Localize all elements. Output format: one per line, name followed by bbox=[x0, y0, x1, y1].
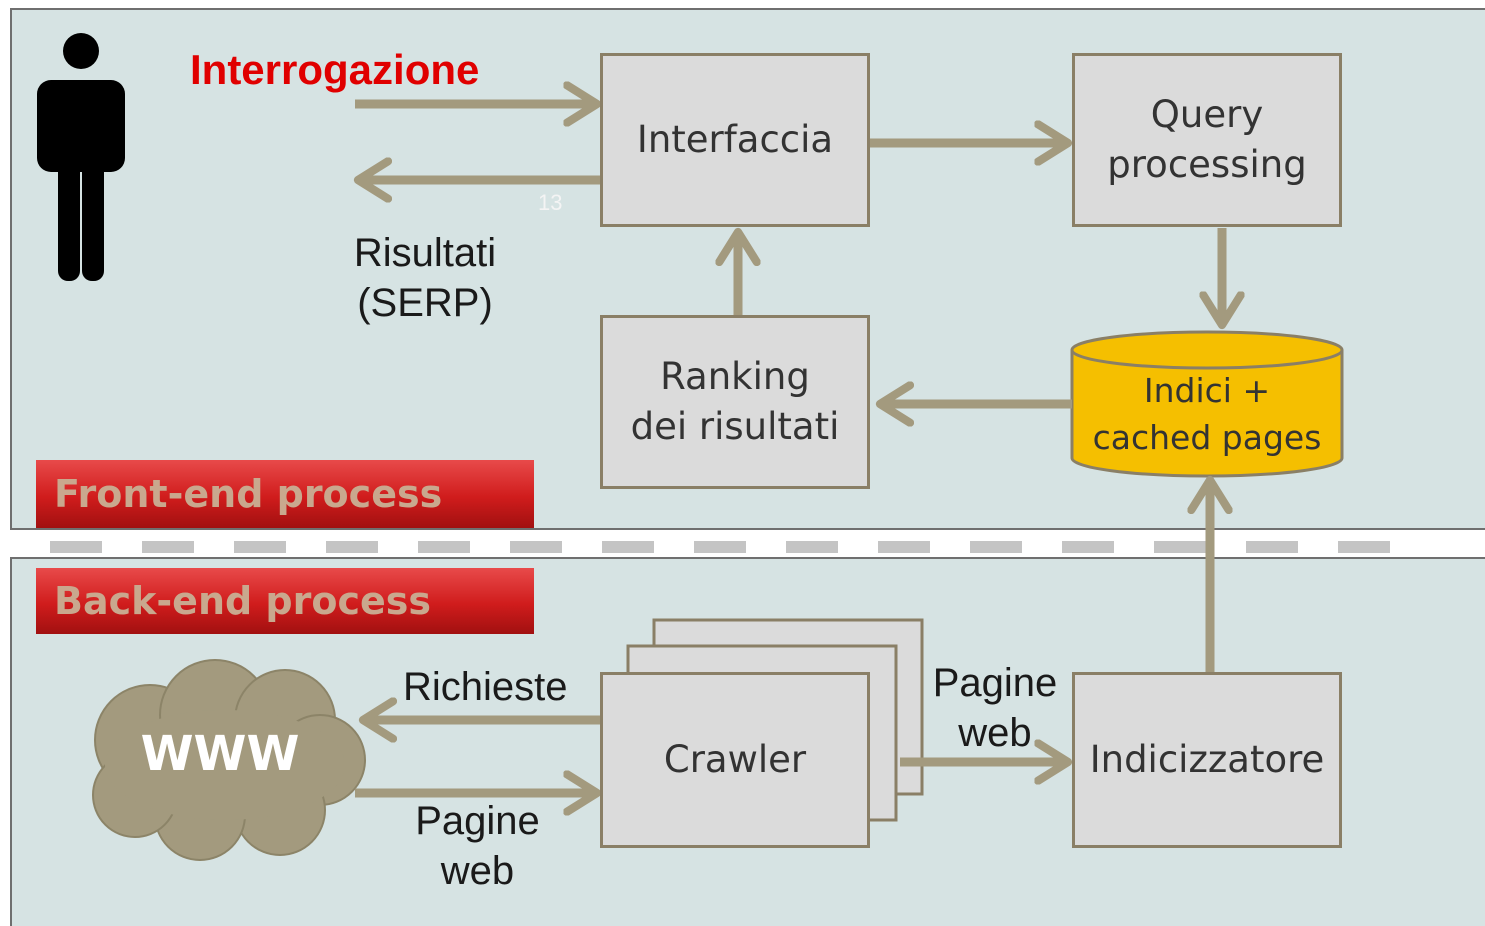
requests-label: Richieste bbox=[403, 665, 568, 709]
slide-number: 13 bbox=[538, 190, 563, 215]
indexer-box: Indicizzatore bbox=[1072, 672, 1342, 848]
index-cache-label: Indici + cached pages bbox=[1092, 371, 1322, 457]
frontend-process-banner: Front-end process bbox=[36, 460, 534, 528]
ranking-box: Ranking dei risultati bbox=[600, 315, 870, 489]
web-pages-in-label: Pagine web bbox=[415, 799, 540, 893]
query-label: Interrogazione bbox=[190, 46, 480, 93]
results-label: Risultati (SERP) bbox=[353, 231, 497, 325]
web-pages-out-label: Pagine web bbox=[932, 661, 1058, 755]
crawler-box: Crawler bbox=[600, 672, 870, 848]
backend-process-banner: Back-end process bbox=[36, 568, 534, 634]
cloud-icon bbox=[92, 659, 366, 861]
database-icon bbox=[1070, 330, 1344, 478]
person-icon bbox=[37, 33, 125, 281]
www-label: WWW bbox=[140, 726, 300, 782]
interface-box: Interfaccia bbox=[600, 53, 870, 227]
query-processing-box: Query processing bbox=[1072, 53, 1342, 227]
